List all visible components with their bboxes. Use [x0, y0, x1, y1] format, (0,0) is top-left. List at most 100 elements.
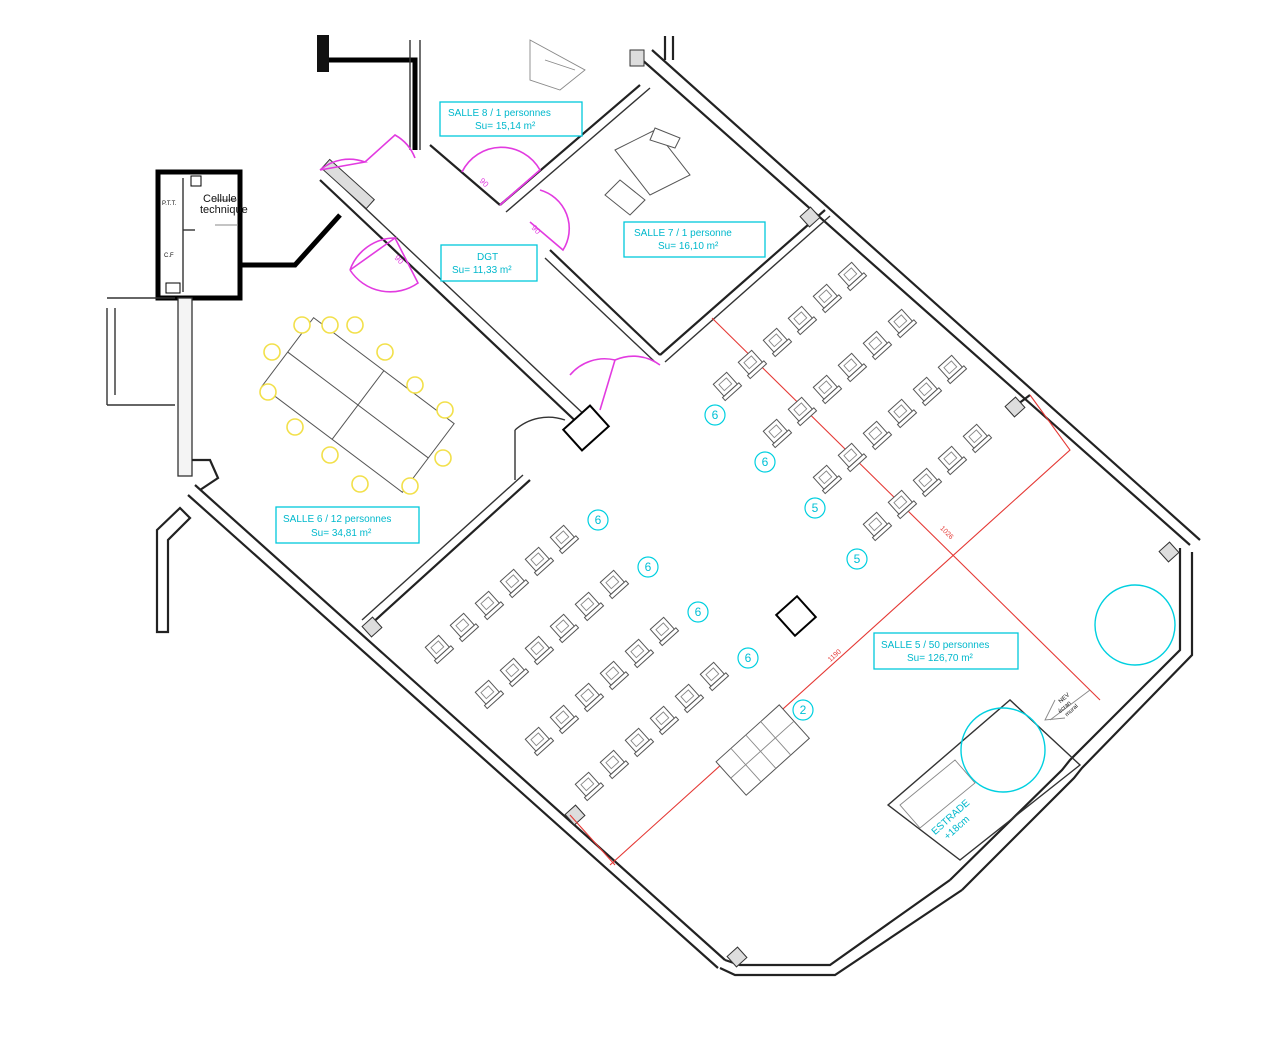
svg-text:6: 6	[762, 455, 769, 469]
chair	[712, 371, 743, 402]
room-label-salle6: SALLE 6 / 12 personnes Su= 34,81 m²	[275, 506, 420, 544]
chair	[524, 726, 555, 757]
chair	[549, 613, 580, 644]
svg-text:2: 2	[800, 703, 807, 717]
chair	[837, 442, 868, 473]
svg-text:6: 6	[745, 651, 752, 665]
chair	[962, 423, 993, 454]
room-label-dgt: DGT Su= 11,33 m²	[440, 244, 538, 282]
dimension-lines: 1026 1190	[569, 317, 1101, 866]
technical-cell: P.T.T. C.F Cellule technique	[155, 169, 342, 301]
chair	[599, 660, 630, 691]
chair	[474, 679, 505, 710]
chair	[524, 546, 555, 577]
chair	[549, 524, 580, 555]
svg-text:5: 5	[812, 501, 819, 515]
chair	[837, 352, 868, 383]
chair	[862, 330, 893, 361]
room-label-salle7: SALLE 7 / 1 personne Su= 16,10 m²	[623, 221, 766, 258]
chair	[762, 327, 793, 358]
chair	[912, 467, 943, 498]
row-count-badge: 6	[754, 451, 776, 473]
salle5-area: Su= 126,70 m²	[907, 653, 974, 664]
row-count-badge: 6	[687, 601, 709, 623]
door-swing-2: 90	[530, 223, 543, 236]
dim-width: 1026	[938, 525, 954, 541]
cellule-label: Cellule	[203, 193, 237, 205]
chair	[549, 704, 580, 735]
row-count-badge: 2	[792, 699, 814, 721]
chair	[787, 396, 818, 427]
chair	[937, 354, 968, 385]
columns	[361, 49, 1180, 968]
chair	[862, 511, 893, 542]
svg-text:6: 6	[645, 560, 652, 574]
chair	[912, 376, 943, 407]
chair	[574, 771, 605, 802]
chair	[474, 590, 505, 621]
salle6-title: SALLE 6 / 12 personnes	[283, 514, 391, 525]
chair	[599, 749, 630, 780]
chair	[812, 374, 843, 405]
technique-label: technique	[200, 204, 248, 216]
dgt-area: Su= 11,33 m²	[452, 265, 512, 276]
chair	[499, 568, 530, 599]
chair	[649, 705, 680, 736]
chair	[574, 591, 605, 622]
chair	[787, 305, 818, 336]
salle7-title: SALLE 7 / 1 personne	[634, 228, 732, 239]
office-desks	[604, 127, 691, 216]
left-fragments	[106, 297, 220, 634]
chair	[887, 308, 918, 339]
chair	[649, 616, 680, 647]
cf-label: C.F	[164, 253, 174, 259]
round-table	[1094, 584, 1176, 666]
chair	[699, 661, 730, 692]
chair	[762, 418, 793, 449]
row-count-badge: 5	[804, 497, 826, 519]
building-walls	[187, 49, 1201, 977]
row-count-badge: 6	[587, 509, 609, 531]
salle8-title: SALLE 8 / 1 personnes	[448, 108, 551, 119]
room-label-salle5: SALLE 5 / 50 personnes Su= 126,70 m²	[873, 632, 1019, 670]
svg-text:6: 6	[712, 408, 719, 422]
row-count-badge: 6	[637, 556, 659, 578]
round-table	[960, 707, 1046, 793]
dgt-title: DGT	[477, 252, 498, 263]
audience-chairs	[424, 261, 993, 802]
chair	[524, 635, 555, 666]
chair	[837, 261, 868, 292]
chair	[887, 398, 918, 429]
chair	[424, 634, 455, 665]
small-tables	[715, 704, 811, 796]
salle6-area: Su= 34,81 m²	[311, 528, 372, 539]
svg-text:5: 5	[854, 552, 861, 566]
chair	[574, 682, 605, 713]
chair	[449, 612, 480, 643]
chair	[812, 283, 843, 314]
row-counts: 6 6 5 6 6 6 6 2 5	[587, 404, 868, 721]
chair	[674, 683, 705, 714]
chair	[624, 727, 655, 758]
row-count-badge: 6	[704, 404, 726, 426]
ptt-label: P.T.T.	[162, 201, 177, 207]
chair	[862, 420, 893, 451]
row-count-badge: 5	[846, 548, 868, 570]
chair	[887, 489, 918, 520]
salle7-area: Su= 16,10 m²	[658, 241, 719, 252]
chair	[812, 464, 843, 495]
chair	[937, 445, 968, 476]
chair	[499, 657, 530, 688]
row-count-badge: 6	[737, 647, 759, 669]
svg-text:6: 6	[595, 513, 602, 527]
chair	[737, 349, 768, 380]
svg-text:6: 6	[695, 605, 702, 619]
chair	[599, 569, 630, 600]
salle5-title: SALLE 5 / 50 personnes	[881, 640, 989, 651]
salle8-area: Su= 15,14 m²	[475, 121, 536, 132]
conference-chairs	[259, 316, 454, 495]
top-wall-fragments	[317, 35, 675, 150]
conference-table	[261, 316, 455, 494]
room-label-salle8: SALLE 8 / 1 personnes Su= 15,14 m²	[439, 101, 583, 137]
